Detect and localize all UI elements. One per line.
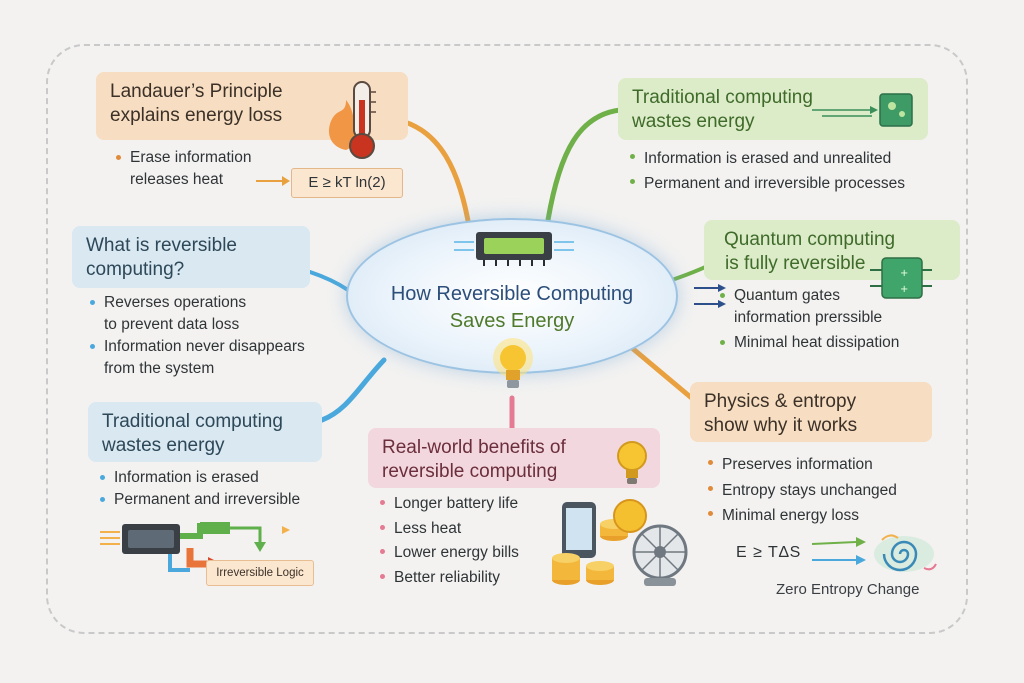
trad-left-bullets: Information is erased Permanent and irre… — [98, 467, 358, 511]
list-item: Erase information releases heat — [114, 147, 374, 191]
trad-right-title-line1: Traditional computing — [632, 87, 813, 108]
what-is-bullet1-line1: Reverses operations — [104, 294, 247, 311]
list-item: Lower energy bills — [378, 541, 558, 566]
trad-right-title-box: Traditional computing wastes energy — [618, 78, 928, 140]
zero-entropy-caption: Zero Entropy Change — [776, 581, 920, 598]
branch-physics — [629, 345, 697, 403]
entropy-formula: E ≥ T∆S — [736, 544, 802, 561]
phone-icon — [562, 502, 596, 558]
thermometer-icon — [328, 81, 376, 159]
what-is-bullet1-line2: to prevent data loss — [104, 316, 240, 333]
landauer-title-line1: Landauer’s Principle — [110, 81, 283, 102]
trad-left-title-line2: wastes energy — [102, 435, 225, 456]
list-item: Permanent and irreversible — [98, 489, 358, 511]
benefits-bullets: Longer battery life Less heat Lower ener… — [378, 492, 558, 590]
what-is-title-line1: What is reversible — [86, 235, 237, 256]
quantum-bullet1-line1: Quantum gates — [734, 287, 840, 304]
what-is-bullet2-line1: Information never disappears — [104, 338, 305, 355]
physics-title-box: Physics & entropy show why it works — [690, 382, 932, 442]
benefits-illustration — [552, 499, 688, 586]
trad-left-title-line1: Traditional computing — [102, 411, 283, 432]
svg-text:+: + — [900, 268, 908, 279]
list-item: Less heat — [378, 517, 558, 542]
lightbulb-icon — [617, 441, 647, 484]
branch-what-is — [308, 270, 350, 292]
trad-right-title-line2: wastes energy — [632, 111, 755, 132]
swirl-icon — [874, 534, 937, 572]
coins-icon — [552, 499, 647, 585]
what-is-title-box: What is reversible computing? — [72, 226, 310, 288]
trad-right-bullets: Information is erased and unrealited Per… — [628, 146, 958, 196]
landauer-formula: E ≥ kT ln(2) — [291, 168, 403, 198]
list-item: Preserves information — [706, 452, 956, 478]
physics-title-line1: Physics & entropy — [704, 391, 857, 412]
trad-left-title-box: Traditional computing wastes energy — [88, 402, 322, 462]
landauer-title-line2: explains energy loss — [110, 105, 283, 126]
list-item: Better reliability — [378, 566, 558, 591]
quantum-title-line2: is fully reversible — [725, 253, 866, 274]
irreversible-logic-diagram — [100, 522, 290, 572]
list-item: Quantum gates information prerssible — [718, 285, 948, 329]
quantum-bullets: Quantum gates information prerssible Min… — [718, 285, 948, 354]
what-is-bullets: Reverses operations to prevent data loss… — [88, 292, 358, 380]
list-item: Minimal heat dissipation — [718, 332, 948, 354]
entropy-illustration — [812, 534, 937, 572]
list-item: Longer battery life — [378, 492, 558, 517]
quantum-bullet1-line2: information prerssible — [734, 309, 883, 326]
what-is-title-line2: computing? — [86, 259, 185, 280]
list-item: Information is erased and unrealited — [628, 146, 958, 171]
quantum-chip-icon: + + — [870, 257, 932, 299]
landauer-bullets: Erase information releases heat — [114, 147, 374, 191]
branch-trad-left — [319, 357, 387, 423]
branch-landauer — [395, 117, 473, 235]
lightbulb-icon — [493, 338, 533, 388]
circuit-board-icon — [812, 93, 913, 127]
arrow-right-icon — [256, 176, 290, 186]
quantum-title-line1: Quantum computing — [724, 229, 896, 250]
physics-bullets: Preserves information Entropy stays unch… — [706, 452, 956, 529]
fan-icon — [632, 524, 688, 586]
svg-text:+: + — [900, 284, 908, 295]
list-item: Information never disappears from the sy… — [88, 336, 358, 380]
landauer-bullet-line1: Erase information — [130, 149, 252, 166]
landauer-bullet-line2: releases heat — [130, 171, 224, 188]
list-item: Permanent and irreversible processes — [628, 171, 958, 196]
benefits-title-line1: Real-world benefits of — [382, 437, 566, 458]
list-item: Information is erased — [98, 467, 358, 489]
physics-title-line2: show why it works — [704, 415, 858, 436]
list-item: Entropy stays unchanged — [706, 478, 956, 504]
benefits-title-line2: reversible computing — [382, 461, 558, 482]
mind-map-frame — [46, 44, 968, 634]
circuit-chip-icon — [454, 232, 574, 266]
list-item: Minimal energy loss — [706, 503, 956, 529]
central-title-line2: Saves Energy — [449, 310, 575, 332]
irreversible-logic-label: Irreversible Logic — [206, 560, 314, 586]
arrows-right-icon — [694, 284, 726, 308]
what-is-bullet2-line2: from the system — [104, 360, 215, 377]
central-title-line1: How Reversible Computing — [390, 283, 634, 305]
list-item: Reverses operations to prevent data loss — [88, 292, 358, 336]
benefits-title-box: Real-world benefits of reversible comput… — [368, 428, 660, 488]
branch-trad-right — [545, 107, 623, 223]
arrow-right-icon — [812, 537, 866, 565]
